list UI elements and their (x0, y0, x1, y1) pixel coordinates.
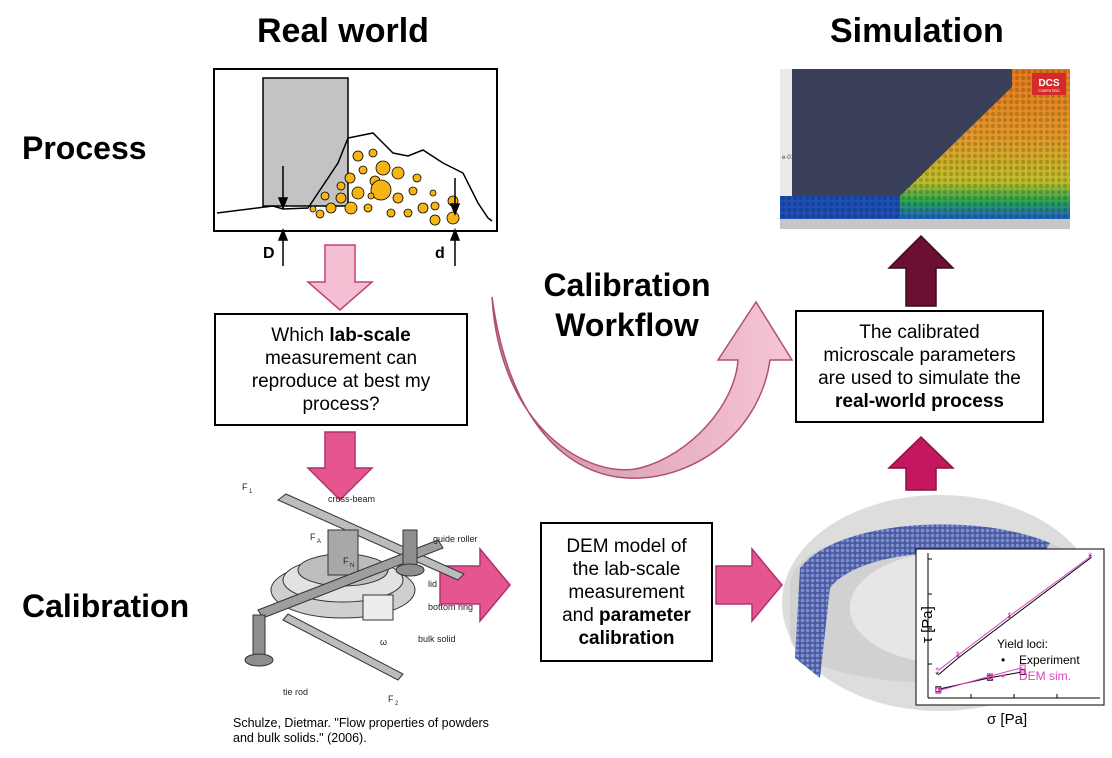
calibration-workflow-curve (491, 296, 794, 479)
workflow-label: Calibration Workflow (543, 267, 711, 343)
svg-text:e-01: e-01 (782, 155, 795, 161)
data-point-1-lower-0 (935, 687, 942, 694)
particles (309, 148, 460, 226)
svg-text:cross-beam: cross-beam (328, 494, 375, 504)
arrow-down-mid (306, 431, 374, 502)
arrow-right-mid-1 (439, 546, 511, 624)
data-point-0-upper-1: * (956, 652, 960, 662)
legend-dem: DEM sim. (1019, 669, 1071, 683)
svg-text:COMPUTING: COMPUTING (1038, 89, 1060, 93)
ticks (928, 558, 1058, 698)
svg-text:A: A (317, 539, 321, 545)
header-simulation: Simulation (830, 12, 1004, 50)
label-d: d (435, 245, 445, 262)
data-point-1-upper-3: * (1088, 551, 1092, 561)
header-real-world: Real world (257, 12, 429, 50)
data-point-0-upper-3: * (1088, 552, 1092, 562)
x-axis-label: σ [Pa] (987, 711, 1027, 728)
simulation-render: DCS COMPUTING e-01 (780, 69, 1070, 229)
data-point-1-upper-1: * (956, 650, 960, 660)
row-label-process: Process (22, 130, 147, 166)
citation: Schulze, Dietmar. "Flow properties of po… (233, 716, 489, 745)
series-line-1-upper (938, 555, 1092, 671)
data-point-0-upper-0: * (935, 670, 939, 680)
y-axis-label: τ [Pa] (919, 606, 936, 643)
svg-text:F: F (388, 694, 394, 704)
data-point-1-lower-1 (986, 673, 993, 680)
data-point-0-upper-2: * (1008, 613, 1012, 623)
data-point-0-lower-2 (1019, 668, 1026, 675)
svg-text:ω: ω (380, 637, 387, 647)
chart-panel (915, 548, 1105, 706)
svg-text:F: F (343, 556, 349, 566)
svg-text:lid: lid (428, 579, 437, 589)
svg-text:guide roller: guide roller (433, 534, 478, 544)
label-D: D (263, 245, 275, 262)
dimension-markers (277, 166, 461, 266)
svg-text:tie rod: tie rod (283, 687, 308, 697)
data-point-1-upper-2: * (1008, 610, 1012, 620)
row-label-calibration: Calibration (22, 588, 190, 624)
svg-text:DCS: DCS (1038, 78, 1059, 89)
box-lab-scale-question: Which lab-scale measurement can reproduc… (214, 313, 468, 426)
series-line-0-upper (937, 556, 1092, 676)
svg-text:F: F (310, 532, 316, 542)
data-point-1-lower-2 (1019, 664, 1026, 671)
svg-text:2: 2 (395, 701, 399, 707)
legend-bullet-experiment: • (1001, 653, 1005, 667)
svg-text:bulk solid: bulk solid (418, 634, 456, 644)
box-dem-model: DEM model of the lab-scale measurement a… (540, 522, 713, 662)
series-line-1-lower (938, 667, 1023, 692)
yield-loci-chart: ******** τ [Pa] σ [Pa] Yield loci: • Exp… (915, 548, 1105, 728)
svg-text:N: N (350, 563, 354, 569)
dcs-logo (1032, 73, 1066, 95)
data-point-1-upper-0: * (935, 665, 939, 675)
process-illustration: D d (213, 68, 498, 266)
arrow-right-mid-2 (715, 546, 783, 624)
blade-block (262, 77, 349, 207)
legend-experiment: Experiment (1019, 653, 1080, 667)
arrow-down-light (306, 244, 374, 311)
arrow-up-maroon (887, 234, 955, 307)
svg-text:bottom ring: bottom ring (428, 602, 473, 612)
box-calibrated-parameters: The calibrated microscale parameters are… (795, 310, 1044, 423)
legend-title: Yield loci: (997, 637, 1048, 651)
svg-text:F: F (242, 482, 248, 492)
legend-bullet-dem: • (1001, 669, 1005, 683)
arrow-up-dark (887, 435, 955, 491)
svg-text:1: 1 (249, 489, 253, 495)
